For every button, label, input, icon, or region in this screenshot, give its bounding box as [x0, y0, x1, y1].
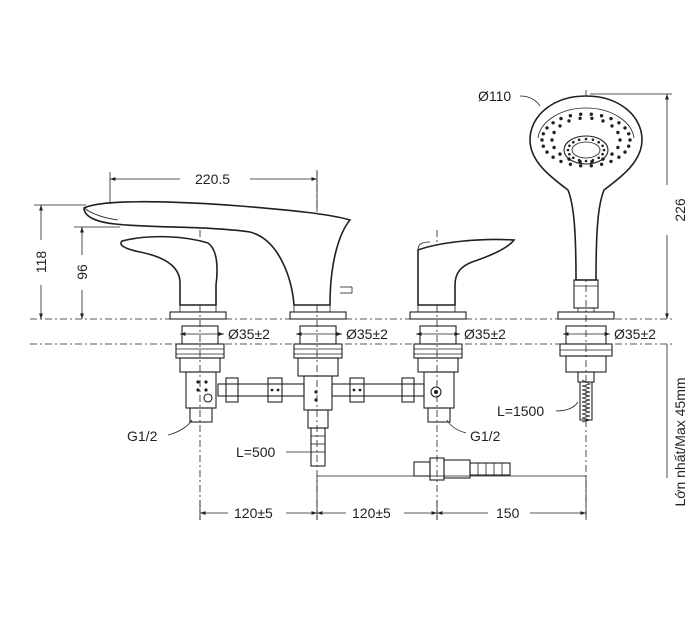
nozzle-dot [597, 140, 600, 144]
nozzle-dot [601, 144, 604, 148]
nozzle-dot [610, 152, 614, 156]
label-spacing-2: 120±5 [352, 505, 391, 521]
nozzle-dot [578, 116, 582, 121]
nozzle-dot [551, 121, 555, 125]
nozzle-dot [545, 150, 549, 154]
nozzle-dot [551, 155, 555, 159]
nozzle-dot [623, 150, 627, 154]
dimension-labels: 220.5 118 96 226 Lớn nhất/Max 45mm Ø110 … [33, 88, 688, 521]
nozzle-dot [558, 124, 562, 128]
nozzle-dot [584, 137, 588, 141]
nozzle-dot [572, 140, 575, 144]
label-hose-short: L=500 [236, 444, 276, 460]
label-dia-shower: Ø35±2 [614, 326, 656, 342]
nozzle-dot [550, 138, 554, 142]
label-head-diameter: Ø110 [478, 88, 511, 104]
label-dia-right: Ø35±2 [464, 326, 506, 342]
nozzle-dot [566, 148, 570, 152]
label-spout-length: 220.5 [195, 171, 230, 187]
label-hose-long: L=1500 [497, 403, 544, 419]
nozzle-dot [601, 119, 605, 123]
nozzle-dot [623, 126, 627, 130]
nozzle-dot [552, 130, 556, 135]
nozzle-dot [590, 116, 594, 121]
nozzle-dot [597, 156, 600, 160]
nozzle-dot [617, 155, 621, 159]
hand-shower [529, 95, 643, 320]
spout [83, 200, 353, 320]
nozzle-dot [558, 152, 562, 156]
nozzle-dot [601, 152, 604, 156]
nozzle-dot [602, 148, 606, 152]
nozzle-dot [552, 145, 556, 150]
nozzle-dot [559, 116, 563, 121]
nozzle-dot [540, 138, 544, 142]
left-handle [120, 235, 227, 320]
dimension-lines [34, 93, 672, 520]
nozzle-dot [584, 159, 588, 163]
nozzle-dot [567, 157, 571, 161]
shower-nozzles [540, 112, 632, 168]
nozzle-dot [591, 158, 595, 162]
nozzle-dot [577, 138, 581, 142]
label-spacing-1: 120±5 [234, 505, 273, 521]
nozzle-dot [545, 126, 549, 130]
nozzle-dot [589, 112, 593, 116]
nozzle-dot [568, 114, 573, 118]
nozzle-dot [567, 119, 571, 123]
label-spacing-3: 150 [496, 505, 520, 521]
nozzle-dot [568, 162, 573, 166]
nozzle-dot [591, 138, 595, 142]
nozzle-dot [609, 116, 613, 121]
label-thread-left: G1/2 [127, 428, 158, 444]
nozzle-dot [616, 130, 620, 135]
label-dia-center: Ø35±2 [346, 326, 388, 342]
nozzle-dot [559, 159, 563, 164]
label-max-thickness: Lớn nhất/Max 45mm [672, 377, 688, 506]
nozzle-dot [601, 157, 605, 161]
nozzle-dot [627, 144, 631, 148]
nozzle-dot [589, 164, 593, 168]
nozzle-dot [610, 124, 614, 128]
nozzle-dot [616, 145, 620, 150]
nozzle-dot [579, 164, 583, 168]
nozzle-dot [609, 159, 613, 164]
right-handle [409, 238, 516, 320]
label-shower-height: 226 [672, 198, 688, 222]
nozzle-dot [568, 152, 571, 156]
label-height-total: 118 [33, 251, 49, 274]
nozzle-dot [627, 132, 631, 136]
nozzle-dot [577, 158, 581, 162]
nozzle-dot [568, 144, 571, 148]
nozzle-dot [541, 144, 545, 148]
nozzle-dot [617, 121, 621, 125]
nozzle-dot [599, 162, 604, 166]
under-deck-assembly [175, 325, 613, 481]
nozzle-dot [628, 138, 632, 142]
nozzle-dot [579, 112, 583, 116]
hose-coil [581, 379, 592, 423]
nozzle-dot [572, 156, 575, 160]
nozzle-dot [618, 138, 622, 142]
nozzle-dot [599, 114, 604, 118]
label-thread-right: G1/2 [470, 428, 501, 444]
label-height-handle: 96 [74, 264, 90, 280]
nozzle-dot [541, 132, 545, 136]
label-dia-left: Ø35±2 [228, 326, 270, 342]
